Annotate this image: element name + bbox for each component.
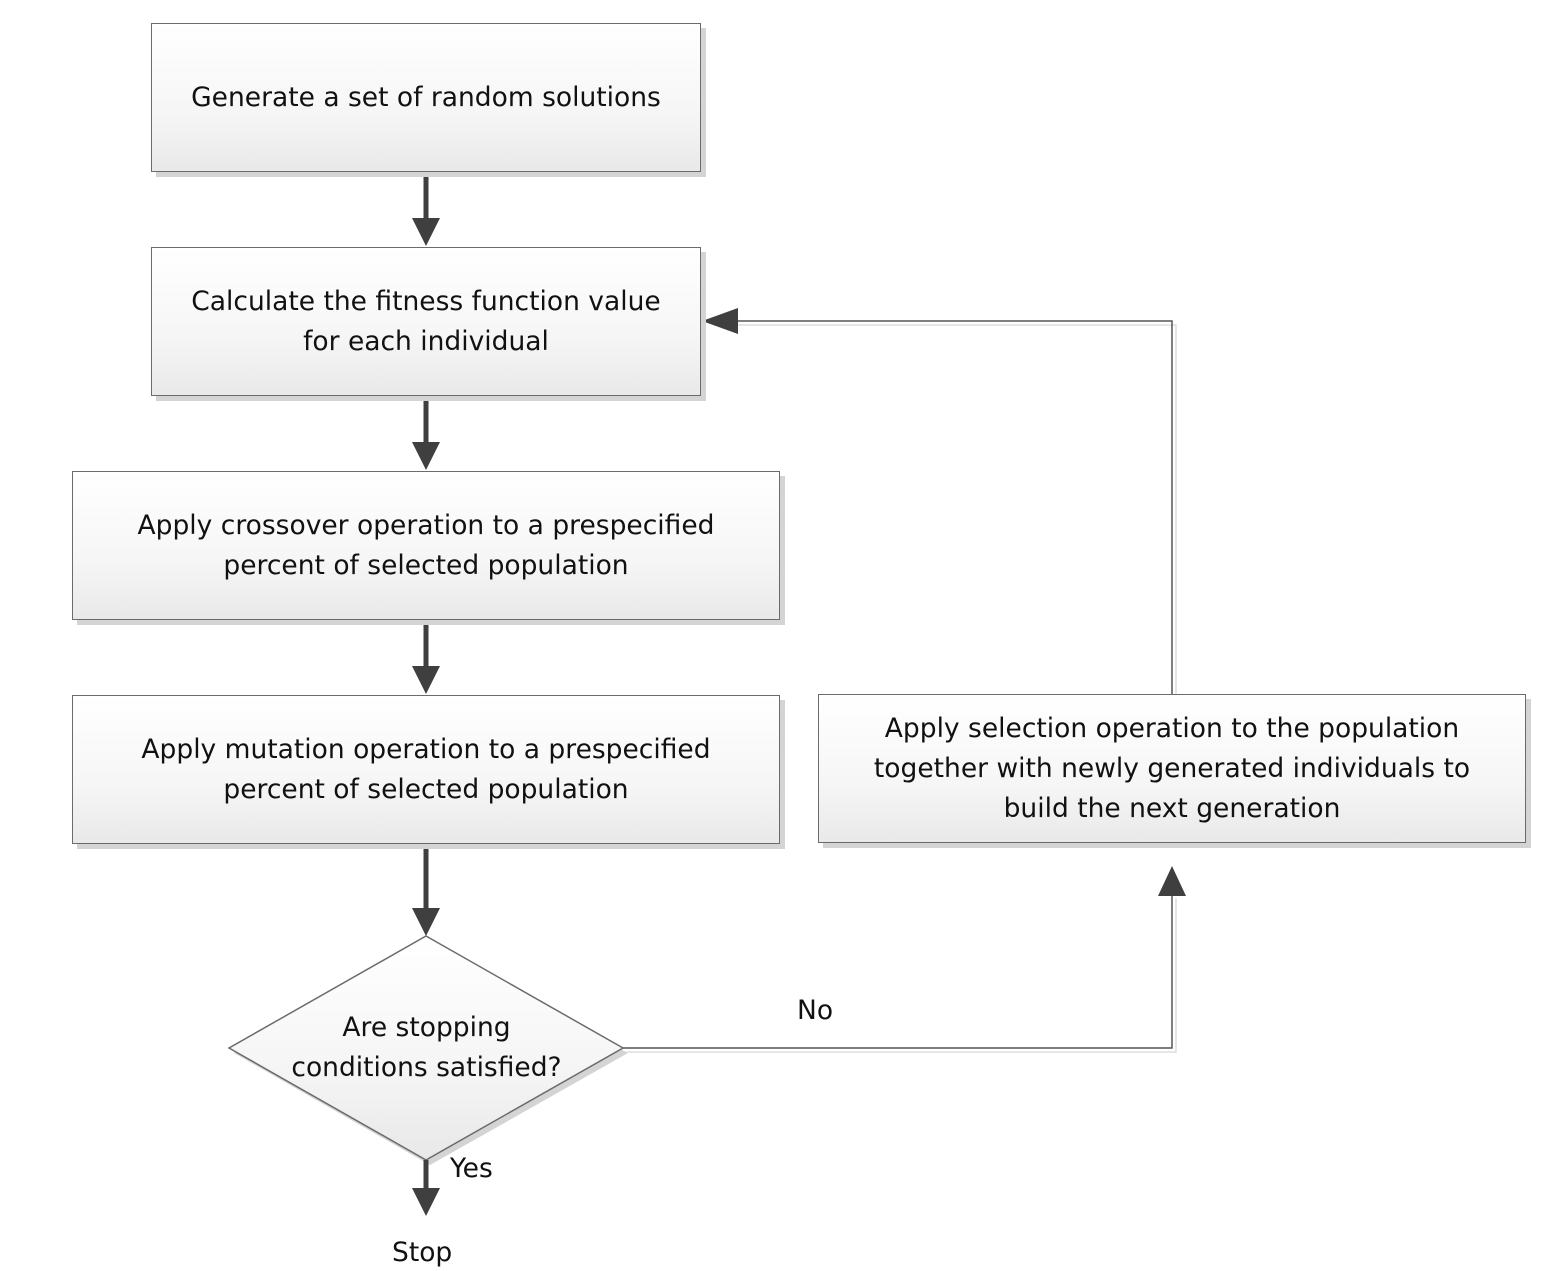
- step-selection-text: Apply selection operation to the populat…: [873, 712, 1471, 824]
- step-mutation-box: Apply mutation operation to a prespecifi…: [72, 695, 780, 844]
- connector-no-to-selection-shadow: [627, 898, 1177, 1053]
- step-crossover-box: Apply crossover operation to a prespecif…: [72, 471, 780, 620]
- connector-selection-to-fitness-shadow: [738, 324, 1177, 698]
- loop-connectors: [623, 320, 1177, 1053]
- arrowhead-left-to-fitness: [702, 308, 738, 334]
- flow-arrows: [412, 171, 440, 1216]
- decision-text: Are stopping conditions satisfied?: [291, 1012, 562, 1083]
- connector-selection-to-fitness: [736, 320, 1173, 694]
- label-stop: Stop: [392, 1237, 453, 1268]
- label-no: No: [797, 995, 834, 1026]
- connector-no-to-selection: [623, 894, 1173, 1049]
- arrowhead-up-to-selection: [1158, 866, 1186, 896]
- step-generate-box: Generate a set of random solutions: [151, 23, 701, 172]
- arrow-crossover-to-mutation-head: [412, 666, 440, 694]
- arrow-fitness-to-crossover-head: [412, 442, 440, 470]
- step-crossover-text: Apply crossover operation to a prespecif…: [137, 509, 715, 581]
- label-yes: Yes: [450, 1153, 493, 1184]
- step-mutation-text: Apply mutation operation to a prespecifi…: [141, 733, 711, 805]
- arrow-decision-to-stop-head: [412, 1188, 440, 1216]
- arrow-generate-to-fitness-head: [412, 218, 440, 246]
- step-selection-box: Apply selection operation to the populat…: [818, 694, 1526, 843]
- arrow-mutation-to-decision-head: [412, 908, 440, 936]
- step-fitness-text: Calculate the fitness function value for…: [191, 285, 661, 357]
- step-fitness-box: Calculate the fitness function value for…: [151, 247, 701, 396]
- step-generate-text: Generate a set of random solutions: [191, 81, 661, 113]
